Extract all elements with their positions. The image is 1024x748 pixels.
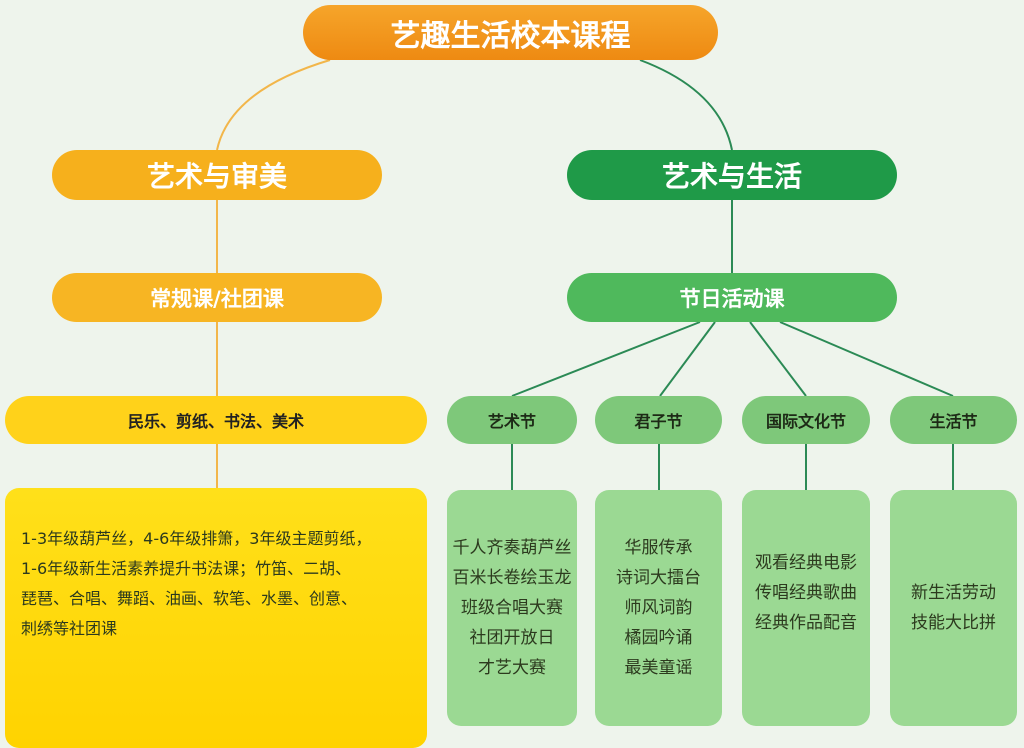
root-node: 艺趣生活校本课程 [303, 5, 718, 60]
detail-line: 刺绣等社团课 [21, 619, 118, 638]
festival-junzi: 君子节 [595, 396, 722, 444]
right-sub-node: 节日活动课 [567, 273, 897, 322]
festival-junzi-detail: 华服传承 诗词大擂台 师风词韵 橘园吟诵 最美童谣 [595, 490, 722, 726]
list-item: 千人齐奏葫芦丝 [452, 538, 572, 558]
list-item: 师风词韵 [624, 598, 693, 618]
list-item: 传唱经典歌曲 [755, 583, 857, 603]
connector-festival-1 [511, 321, 701, 397]
left-sub-node: 常规课/社团课 [52, 273, 382, 322]
festival-life: 生活节 [890, 396, 1017, 444]
list-item: 才艺大赛 [478, 658, 546, 678]
festival-art: 艺术节 [447, 396, 577, 444]
festival-international: 国际文化节 [742, 396, 870, 444]
detail-line: 1-6年级新生活素养提升书法课；竹笛、二胡、 [21, 559, 352, 578]
right-branch-node: 艺术与生活 [567, 150, 897, 200]
list-item: 橘园吟诵 [624, 628, 693, 648]
list-item: 最美童谣 [624, 658, 693, 678]
connector-festival-4 [779, 321, 954, 397]
list-item: 观看经典电影 [755, 553, 857, 573]
list-item: 新生活劳动 [911, 583, 996, 603]
list-item: 百米长卷绘玉龙 [452, 568, 572, 588]
festival-art-detail: 千人齐奏葫芦丝 百米长卷绘玉龙 班级合唱大赛 社团开放日 才艺大赛 [447, 490, 577, 726]
detail-line: 琵琶、合唱、舞蹈、油画、软笔、水墨、创意、 [21, 589, 358, 608]
list-item: 技能大比拼 [911, 613, 996, 633]
left-category-node: 民乐、剪纸、书法、美术 [5, 396, 427, 444]
list-item: 班级合唱大赛 [461, 598, 563, 618]
connector-festival-2 [659, 321, 716, 397]
list-item: 社团开放日 [469, 628, 555, 648]
list-item: 经典作品配音 [755, 613, 857, 633]
left-branch-node: 艺术与审美 [52, 150, 382, 200]
left-detail-box: 1-3年级葫芦丝，4-6年级排箫，3年级主题剪纸， 1-6年级新生活素养提升书法… [5, 488, 427, 748]
list-item: 华服传承 [624, 538, 693, 558]
festival-life-detail: 新生活劳动 技能大比拼 [890, 490, 1017, 726]
connector-festival-3 [749, 321, 807, 397]
connector-root-right [639, 59, 733, 151]
festival-international-detail: 观看经典电影 传唱经典歌曲 经典作品配音 [742, 490, 870, 726]
list-item: 诗词大擂台 [616, 568, 701, 588]
detail-line: 1-3年级葫芦丝，4-6年级排箫，3年级主题剪纸， [21, 529, 372, 548]
connector-root-left [216, 59, 331, 151]
